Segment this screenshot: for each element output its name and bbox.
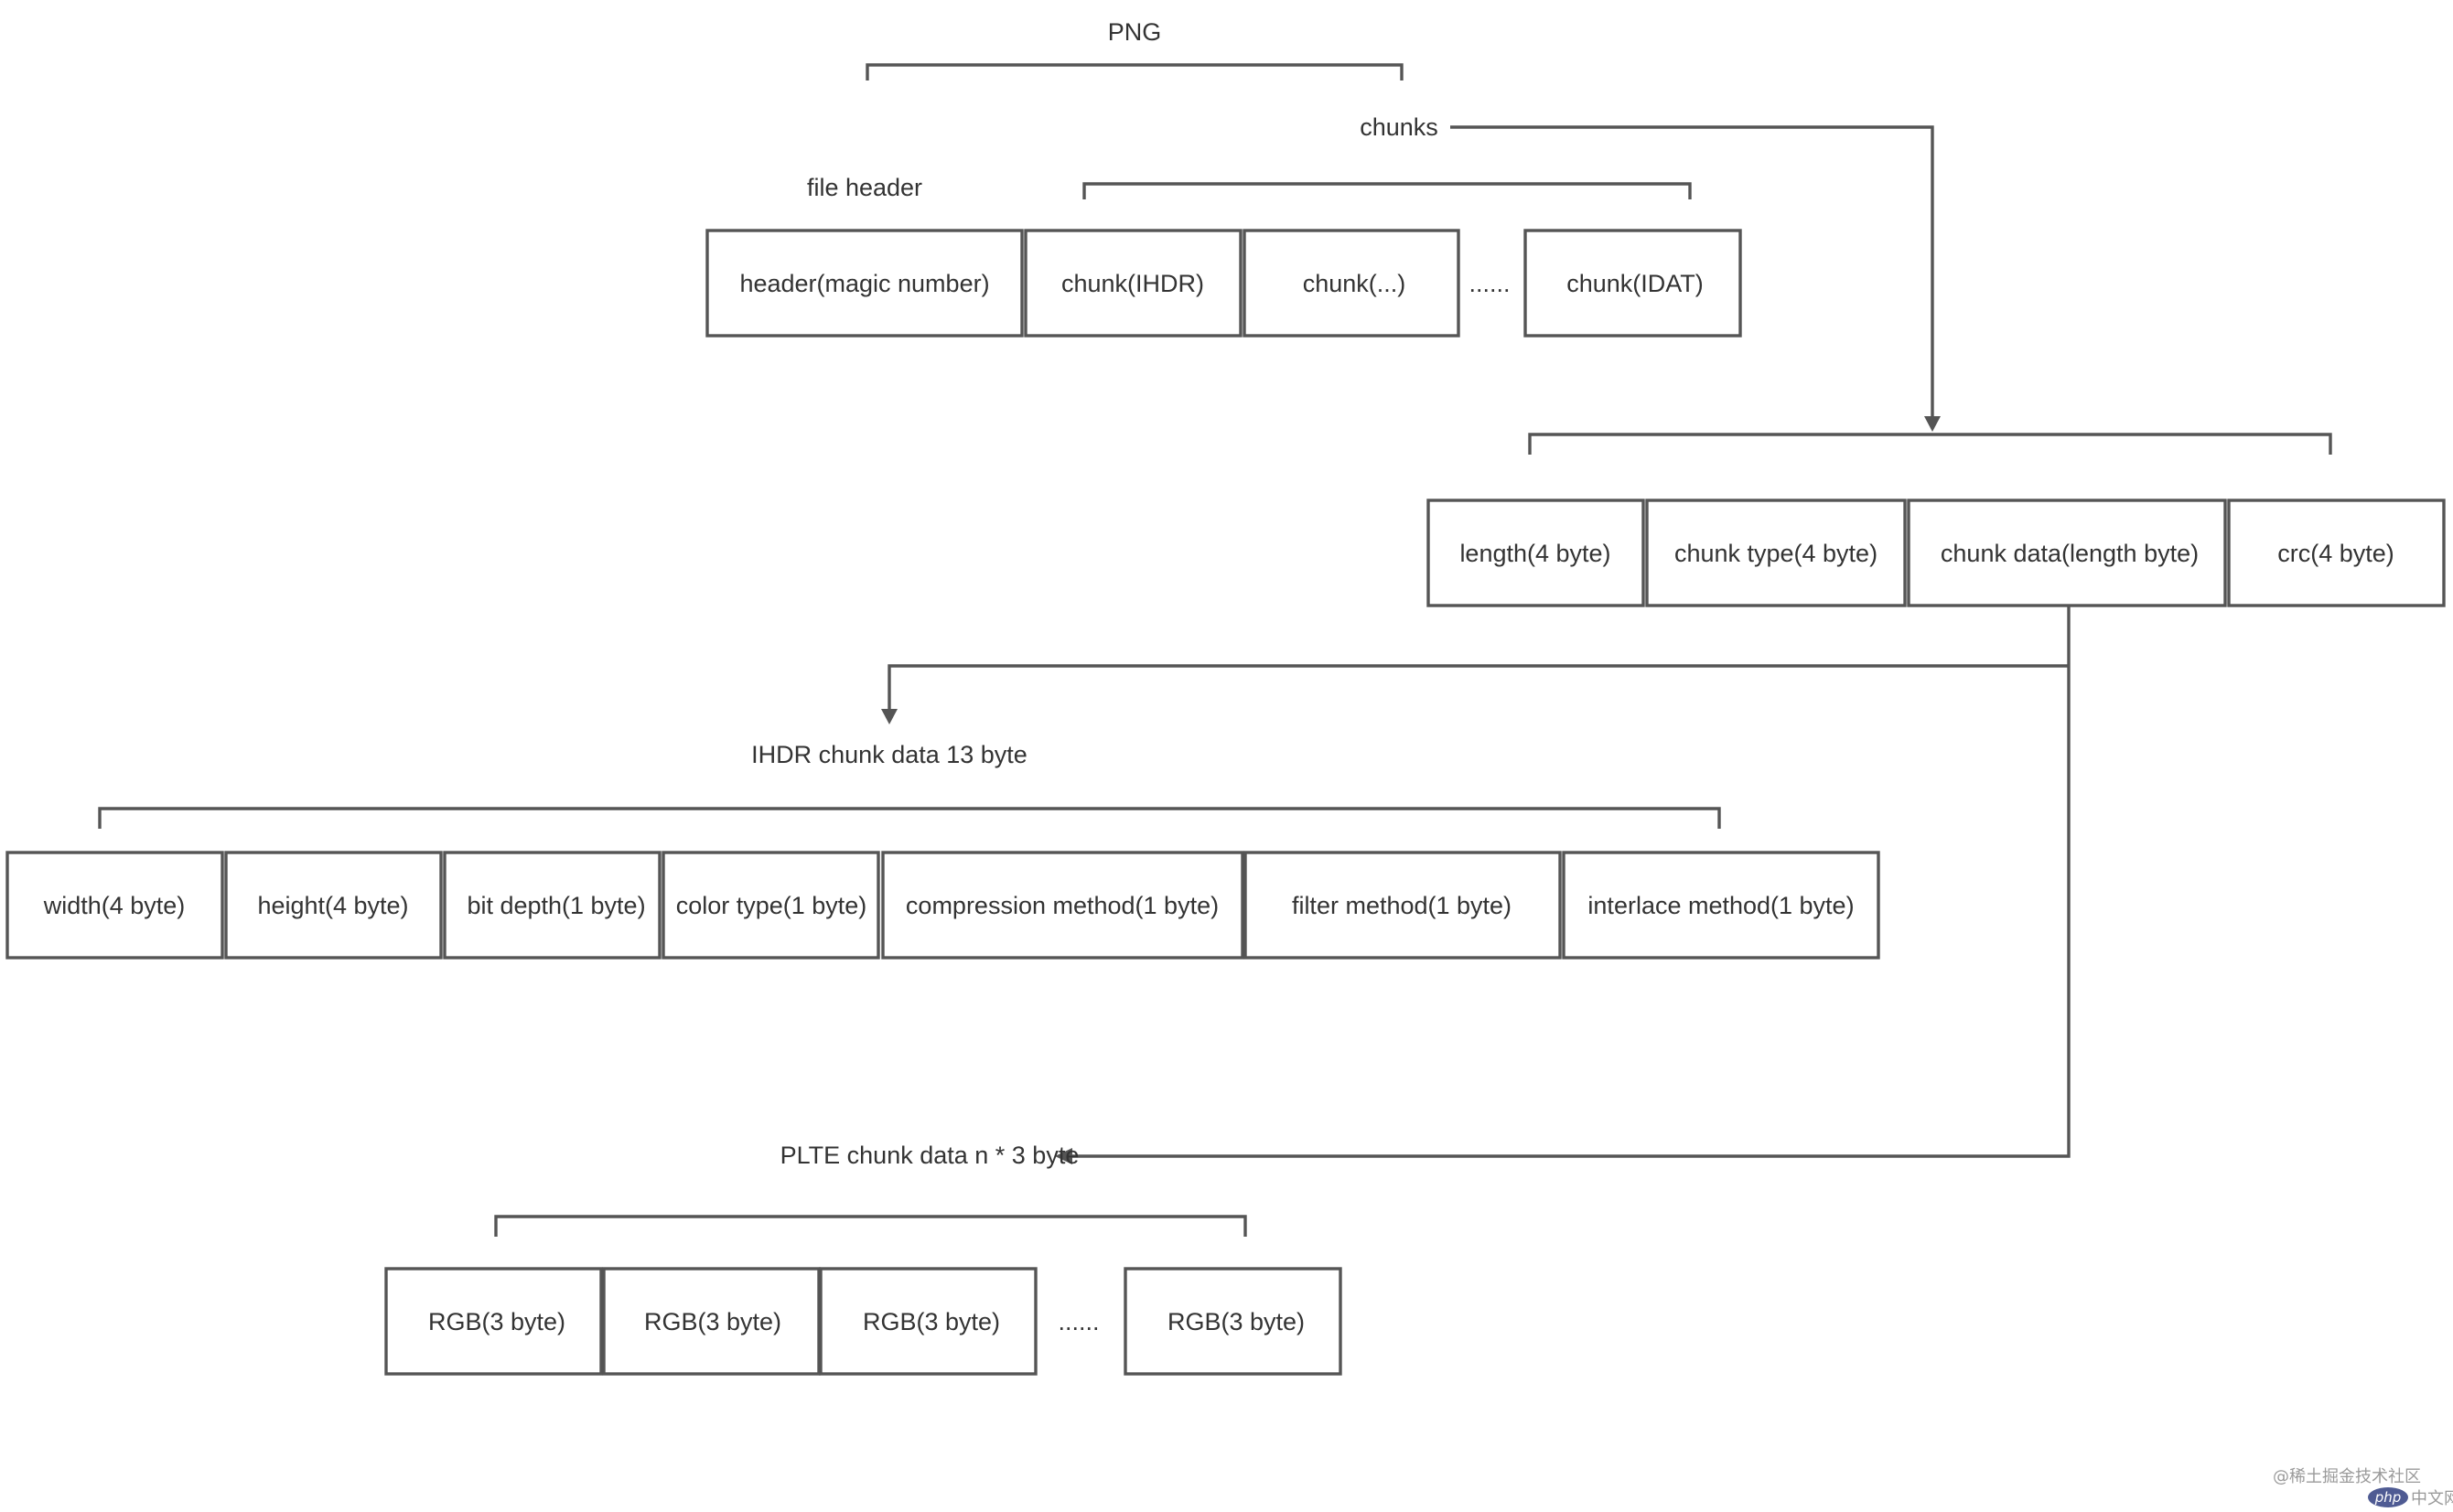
compression-label: compression method(1 byte) (906, 892, 1219, 919)
file-header-label: file header (807, 174, 922, 201)
crc-box (2227, 499, 2446, 607)
bit-depth-box (443, 851, 662, 960)
height-label: height(4 byte) (257, 892, 408, 919)
rgb-label-2: RGB(3 byte) (644, 1308, 781, 1335)
compression-box (881, 851, 1244, 960)
chunk-structure-row: length(4 byte) chunk type(4 byte) chunk … (1426, 499, 2446, 607)
header-box-label: header(magic number) (739, 270, 989, 297)
watermark-cn: 中文网 (2411, 1489, 2453, 1508)
watermark: @稀土掘金技术社区 php 中文网 (2273, 1467, 2453, 1508)
png-file-row: header(magic number) chunk(IHDR) chunk(.… (705, 229, 1742, 338)
chunk-etc-box (1243, 229, 1460, 338)
ihdr-field-row: width(4 byte) height(4 byte) bit depth(1… (5, 851, 1880, 960)
png-title: PNG (1108, 18, 1162, 46)
crc-label: crc(4 byte) (2277, 540, 2394, 567)
chunk-data-label: chunk data(length byte) (1941, 540, 2199, 567)
ihdr-bracket (98, 807, 1721, 829)
width-box (5, 851, 224, 960)
plte-bracket (494, 1215, 1247, 1237)
chunk-etc-label: chunk(...) (1303, 270, 1406, 297)
bit-depth-label: bit depth(1 byte) (467, 892, 645, 919)
rgb-box-2 (602, 1267, 821, 1376)
plte-row-ellipsis: ...... (1058, 1308, 1099, 1335)
chunks-connector (1450, 125, 1934, 421)
ihdr-title: IHDR chunk data 13 byte (751, 741, 1027, 768)
color-type-label: color type(1 byte) (676, 892, 867, 919)
rgb-box-4 (1124, 1267, 1342, 1376)
chunk-ihdr-label: chunk(IHDR) (1061, 270, 1204, 297)
ihdr-arrowhead (881, 709, 898, 724)
width-label: width(4 byte) (43, 892, 186, 919)
rgb-box-1 (384, 1267, 603, 1376)
interlace-box (1562, 851, 1880, 960)
filter-label: filter method(1 byte) (1292, 892, 1512, 919)
chunks-bracket (1082, 182, 1692, 199)
header-box (705, 229, 1024, 338)
php-logo (2368, 1487, 2408, 1507)
chunks-arrowhead (1924, 416, 1941, 432)
rgb-label-1: RGB(3 byte) (428, 1308, 565, 1335)
chunk-structure-bracket (1528, 433, 2332, 455)
chunk-type-label: chunk type(4 byte) (1674, 540, 1877, 567)
rgb-label-4: RGB(3 byte) (1167, 1308, 1305, 1335)
rgb-label-3: RGB(3 byte) (863, 1308, 1000, 1335)
plte-arrowhead (1055, 1148, 1072, 1164)
filter-box (1243, 851, 1562, 960)
chunk-idat-box (1523, 229, 1742, 338)
chunk-idat-label: chunk(IDAT) (1566, 270, 1704, 297)
plte-title: PLTE chunk data n * 3 byte (780, 1142, 1080, 1169)
watermark-text: @稀土掘金技术社区 (2273, 1467, 2421, 1486)
color-type-box (662, 851, 880, 960)
php-logo-text: php (2374, 1489, 2402, 1506)
chunk-ihdr-box (1024, 229, 1243, 338)
interlace-label: interlace method(1 byte) (1587, 892, 1854, 919)
length-box (1426, 499, 1645, 607)
length-label: length(4 byte) (1459, 540, 1610, 567)
height-box (224, 851, 443, 960)
chunk-type-box (1645, 499, 1907, 607)
png-bracket (866, 63, 1404, 80)
plte-entry-row: RGB(3 byte) RGB(3 byte) RGB(3 byte) ....… (384, 1267, 1342, 1376)
ihdr-connector (888, 664, 2069, 712)
plte-connector (1070, 606, 2071, 1158)
rgb-box-3 (819, 1267, 1038, 1376)
chunks-label: chunks (1360, 113, 1438, 141)
png-row-ellipsis: ...... (1469, 270, 1510, 297)
chunk-data-box (1907, 499, 2227, 607)
